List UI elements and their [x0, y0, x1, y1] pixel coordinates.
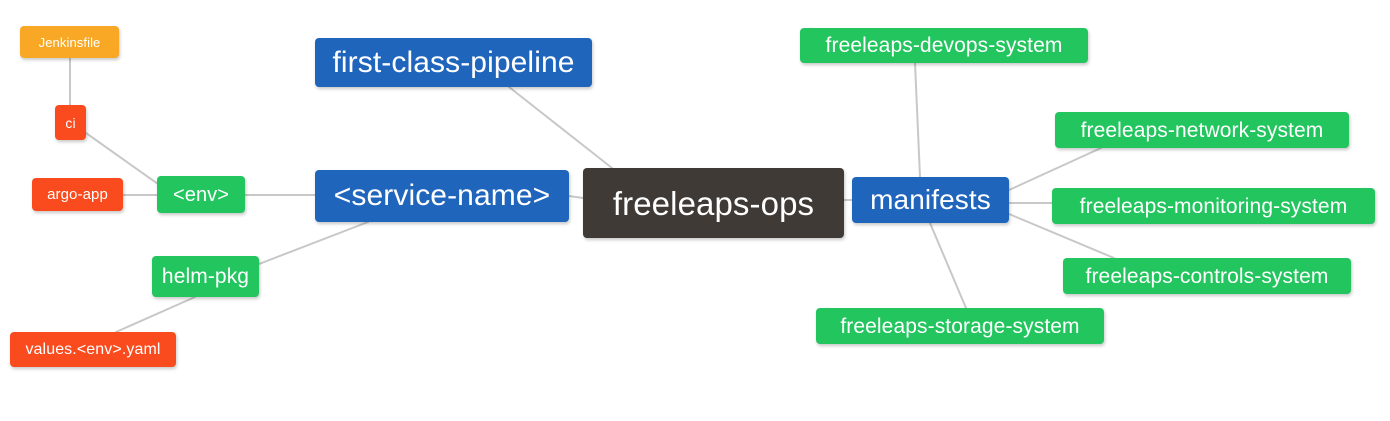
edge-manifests-storage — [929, 222, 967, 309]
node-label-manifests: manifests — [870, 184, 991, 215]
mindmap-node-helm-pkg[interactable]: helm-pkg — [152, 256, 259, 297]
node-label-env: <env> — [172, 183, 230, 206]
mindmap-node-service-name[interactable]: <service-name> — [315, 170, 569, 222]
node-label-first-class-pipeline: first-class-pipeline — [332, 45, 575, 79]
edge-firstclasspipeline-freeleapsops — [508, 86, 613, 169]
node-label-freeleaps-ops: freeleaps-ops — [612, 184, 815, 222]
mindmap-node-env[interactable]: <env> — [157, 176, 245, 213]
mindmap-node-freeleaps-network-system[interactable]: freeleaps-network-system — [1055, 112, 1349, 148]
node-label-argo-app: argo-app — [47, 186, 108, 203]
node-label-helm-pkg: helm-pkg — [161, 265, 250, 288]
edge-ci-env — [85, 132, 159, 185]
edge-helmpkg-servicename — [258, 221, 369, 265]
node-label-values-yaml: values.<env>.yaml — [25, 340, 161, 358]
mindmap-node-manifests[interactable]: manifests — [852, 177, 1009, 223]
mindmap-node-values-yaml[interactable]: values.<env>.yaml — [10, 332, 176, 367]
mindmap-node-argo-app[interactable]: argo-app — [32, 178, 123, 211]
node-label-ci: ci — [65, 114, 76, 131]
node-label-freeleaps-controls-system: freeleaps-controls-system — [1085, 264, 1329, 288]
node-label-freeleaps-devops-system: freeleaps-devops-system — [825, 34, 1063, 57]
node-label-service-name: <service-name> — [333, 179, 551, 212]
edge-servicename-freeleapsops — [568, 195, 584, 199]
node-label-freeleaps-network-system: freeleaps-network-system — [1080, 118, 1324, 142]
mindmap-node-jenkinsfile[interactable]: Jenkinsfile — [20, 26, 119, 58]
mindmap-node-freeleaps-ops[interactable]: freeleaps-ops — [583, 168, 844, 238]
node-label-freeleaps-monitoring-system: freeleaps-monitoring-system — [1079, 194, 1348, 218]
mindmap-node-freeleaps-storage-system[interactable]: freeleaps-storage-system — [816, 308, 1104, 344]
edge-manifests-network — [1008, 147, 1102, 191]
node-label-jenkinsfile: Jenkinsfile — [38, 34, 101, 50]
edge-valuesyaml-helmpkg — [115, 296, 196, 333]
node-label-freeleaps-storage-system: freeleaps-storage-system — [840, 314, 1080, 338]
mindmap-node-freeleaps-devops-system[interactable]: freeleaps-devops-system — [800, 28, 1088, 63]
mindmap-node-freeleaps-controls-system[interactable]: freeleaps-controls-system — [1063, 258, 1351, 294]
mindmap-node-ci[interactable]: ci — [55, 105, 86, 140]
mindmap-node-freeleaps-monitoring-system[interactable]: freeleaps-monitoring-system — [1052, 188, 1375, 224]
mindmap-node-first-class-pipeline[interactable]: first-class-pipeline — [315, 38, 592, 87]
edge-manifests-devops — [914, 62, 921, 178]
